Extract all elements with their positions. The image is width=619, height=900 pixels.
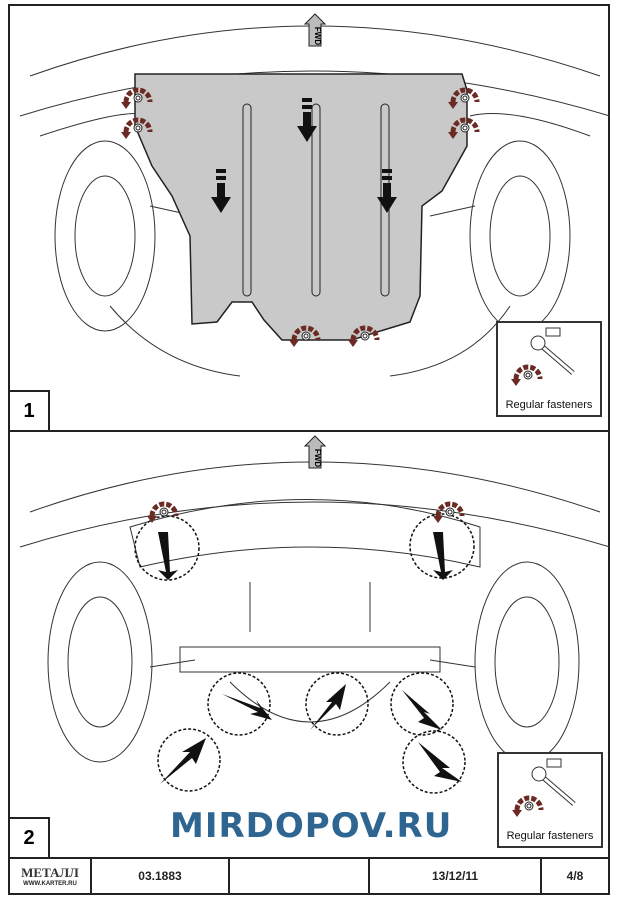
bumper-outline xyxy=(29,461,601,513)
step-number: 2 xyxy=(10,817,50,857)
date: 13/12/11 xyxy=(370,859,542,893)
company-logo: МЕТАЛЛ WWW.KARTER.RU xyxy=(10,859,92,893)
logo-text: МЕТАЛЛ xyxy=(21,864,79,880)
legend-label: Regular fasteners xyxy=(505,399,593,411)
step-1-panel: FWD Regular xyxy=(8,4,610,432)
step-2-panel: FWD Regular xyxy=(8,430,610,859)
ratchet-wrench-icon xyxy=(499,758,576,824)
black-arrows xyxy=(158,532,462,784)
step-2-diagram: FWD xyxy=(19,435,610,794)
skid-plate xyxy=(134,73,468,341)
left-wheel xyxy=(47,561,153,763)
right-wheel xyxy=(474,561,580,763)
direction-arrows xyxy=(211,98,397,213)
part-code: 03.1883 xyxy=(92,859,230,893)
legend-box: Regular fasteners xyxy=(496,321,602,417)
legend-box: Regular fasteners xyxy=(497,752,603,848)
watermark: MIRDOPOV.RU xyxy=(170,806,453,846)
right-wheel xyxy=(469,140,571,332)
left-wheel xyxy=(54,140,156,332)
title-block: МЕТАЛЛ WWW.KARTER.RU 03.1883 13/12/11 4/… xyxy=(8,857,610,895)
step-1-diagram: FWD xyxy=(19,13,610,377)
ratchet-wrench-icon xyxy=(498,327,575,393)
fwd-label: FWD xyxy=(313,27,322,45)
legend-label: Regular fasteners xyxy=(506,830,594,842)
step-number: 1 xyxy=(10,390,50,430)
fastener-icon xyxy=(512,798,541,817)
fastener-icon xyxy=(147,504,176,523)
blank-cell xyxy=(230,859,370,893)
fwd-label: FWD xyxy=(313,449,322,467)
fastener-icon xyxy=(511,367,540,386)
logo-site: WWW.KARTER.RU xyxy=(23,880,77,887)
page-number: 4/8 xyxy=(566,869,584,883)
